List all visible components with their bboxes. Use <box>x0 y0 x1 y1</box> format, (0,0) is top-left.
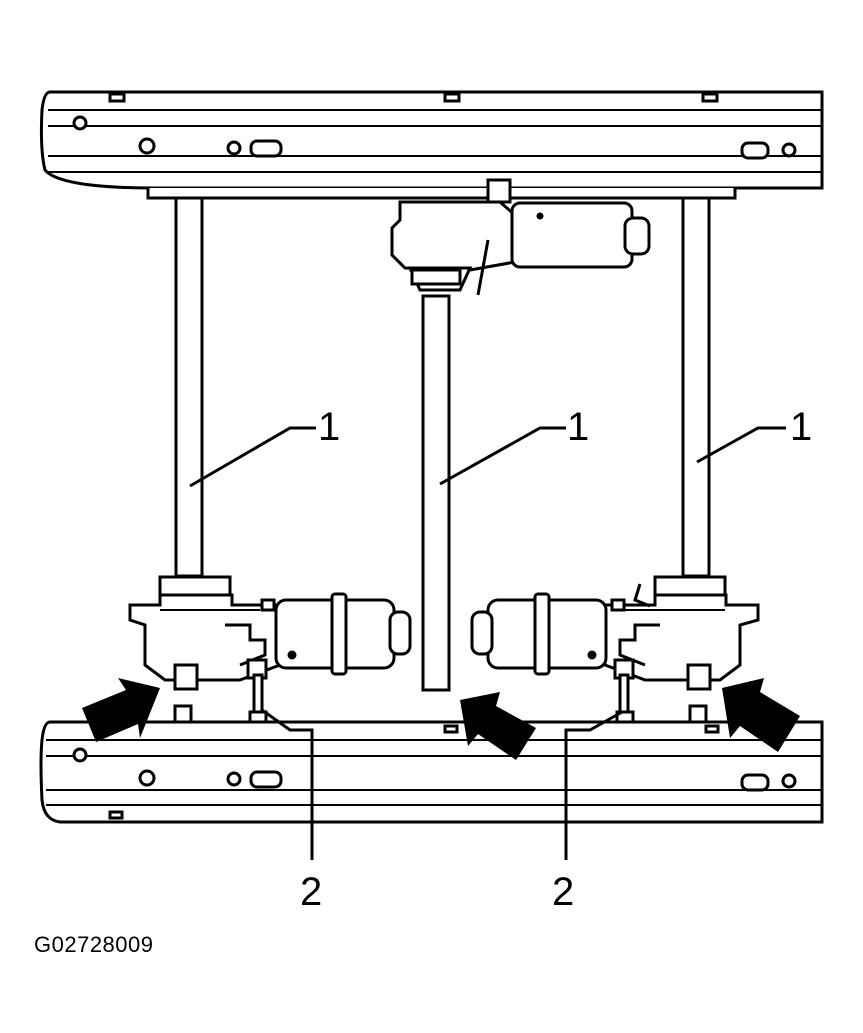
left-motor <box>128 575 412 724</box>
center-motor <box>390 178 651 296</box>
callout-2-right: 2 <box>552 870 574 914</box>
upper-seat-rail <box>39 90 824 200</box>
arrow-icon <box>460 692 536 760</box>
arrow-icon <box>82 678 160 742</box>
center-drive-cable <box>421 294 451 692</box>
right-motor <box>470 575 760 724</box>
figure-id: G02728009 <box>34 932 154 957</box>
callout-2-left: 2 <box>300 870 322 914</box>
callout-1-center: 1 <box>567 405 589 449</box>
drive-cables <box>174 196 711 692</box>
callout-1-right: 1 <box>790 405 812 449</box>
lower-seat-rail <box>39 720 824 824</box>
callout-1-left: 1 <box>318 405 340 449</box>
direction-arrows <box>82 678 800 760</box>
arrow-icon <box>722 678 800 752</box>
leader-lines <box>189 426 786 860</box>
right-drive-cable <box>681 196 711 578</box>
left-drive-cable <box>174 196 204 578</box>
